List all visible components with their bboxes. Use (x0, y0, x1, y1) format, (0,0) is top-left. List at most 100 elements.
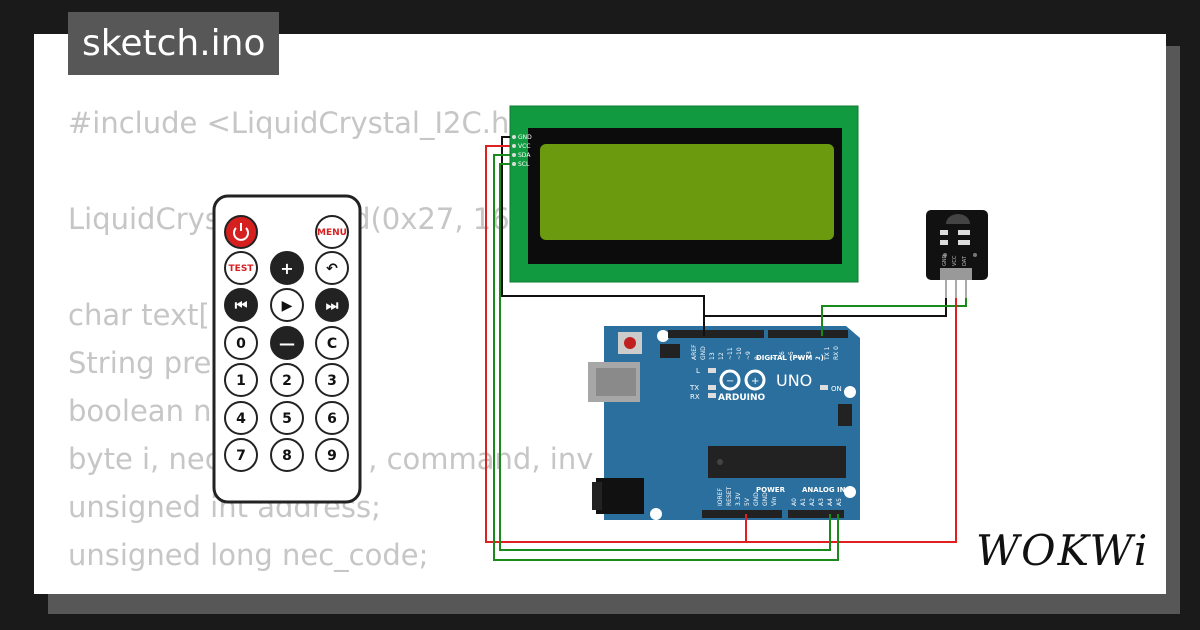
remote-button-label: 1 (236, 373, 246, 389)
mount-hole (844, 486, 856, 498)
power-icon (233, 227, 249, 241)
digital-label: DIGITAL (PWM ~) (756, 354, 824, 362)
remote-button-three[interactable]: 3 (315, 363, 349, 397)
remote-button-label: ⏮ (235, 298, 248, 314)
remote-button-label: 2 (282, 373, 292, 389)
remote-button-label: — (279, 334, 295, 353)
lcd-pin-sda: SDA (518, 152, 531, 159)
remote-button-label: ⏭ (326, 298, 339, 314)
remote-button-label: 0 (236, 336, 246, 352)
wire-lcd-sda (493, 154, 839, 561)
remote-button-menu[interactable]: MENU (315, 215, 349, 249)
lcd-display[interactable]: GND VCC SDA SCL (509, 105, 859, 283)
arduino-power-pin-label: IOREF (717, 488, 724, 506)
ir-receiver-pcb (926, 210, 988, 280)
remote-button-label: ▶ (282, 298, 293, 314)
arduino-power-pin-label: 5V (744, 497, 751, 506)
arduino-analog-pin-label: A1 (800, 498, 807, 506)
svg-text:+: + (751, 376, 759, 387)
remote-button-label: 6 (327, 411, 337, 427)
remote-button-label: 4 (236, 411, 246, 427)
led-on (820, 385, 828, 390)
remote-button-five[interactable]: 5 (270, 401, 304, 435)
mount-hole (844, 386, 856, 398)
arduino-analog-pin-label: A3 (818, 498, 825, 506)
led-tx-label: TX (689, 384, 699, 392)
arduino-power-pin-label: RESET (726, 486, 733, 506)
arduino-pin-label: ~5 (788, 351, 795, 360)
arduino-pin-label: 12 (718, 352, 725, 360)
code-line: String pre (68, 346, 212, 380)
ir-receiver[interactable]: GND VCC DAT (926, 210, 988, 298)
remote-button-back[interactable]: ↶ (315, 251, 349, 285)
arduino-power-pin-label: Vin (771, 496, 778, 506)
code-line: #include <LiquidCrystal_I2C.h (68, 106, 510, 140)
remote-button-two[interactable]: 2 (270, 363, 304, 397)
remote-button-label: TEST (229, 264, 255, 274)
code-line: byte i, nec , command, inv (68, 442, 594, 476)
remote-button-play[interactable]: ▶ (270, 288, 304, 322)
remote-button-one[interactable]: 1 (224, 363, 258, 397)
arduino-uno[interactable]: L TX RX ON DIGITAL (PWM ~) UNO ARDUINO P… (588, 326, 860, 520)
led-tx (708, 385, 716, 390)
digital-header-left (668, 330, 764, 338)
remote-button-prev[interactable]: ⏮ (224, 288, 258, 322)
wire-ir-gnd (704, 298, 947, 317)
arduino-pin-label: ~6 (779, 351, 786, 360)
remote-button-plus[interactable]: + (270, 251, 304, 285)
lcd-pin-vcc: VCC (518, 143, 530, 150)
arduino-pin-label: ~9 (745, 351, 752, 360)
code-line: unsigned int address; (68, 490, 381, 524)
remote-button-nine[interactable]: 9 (315, 438, 349, 472)
remote-button-label: 5 (282, 411, 292, 427)
remote-button-label: + (280, 259, 293, 278)
svg-text:−: − (726, 376, 734, 387)
remote-button-minus[interactable]: — (270, 326, 304, 360)
arduino-analog-pin-label: A5 (836, 498, 843, 506)
led-l (708, 368, 716, 373)
remote-button-c[interactable]: C (315, 326, 349, 360)
svg-text:VCC: VCC (952, 255, 958, 266)
ir-remote[interactable]: MENU TEST + ↶ ⏮ ▶ ⏭ 0 — C 1 2 3 4 5 6 7 8 9 (212, 194, 362, 504)
remote-button-test[interactable]: TEST (224, 251, 258, 285)
svg-text:GND: GND (942, 254, 948, 266)
arduino-pin-label: ~11 (727, 347, 734, 360)
remote-button-four[interactable]: 4 (224, 401, 258, 435)
remote-button-label: 9 (327, 448, 337, 464)
analog-header (788, 510, 844, 518)
remote-button-zero[interactable]: 0 (224, 326, 258, 360)
arduino-logo-icon (719, 369, 766, 391)
remote-button-label: C (327, 336, 337, 352)
remote-button-eight[interactable]: 8 (270, 438, 304, 472)
remote-button-next[interactable]: ⏭ (315, 288, 349, 322)
power-jack (596, 478, 644, 514)
arduino-power-pin-label: GND (753, 492, 760, 506)
arduino-power-pin-label: GND (762, 492, 769, 506)
arduino-analog-pin-label: A0 (791, 498, 798, 506)
power-label: POWER (756, 486, 786, 494)
arduino-pin-label: TX 1 (824, 346, 831, 361)
wire-lcd-gnd (501, 136, 705, 336)
lcd-pin-labels: GND VCC SDA SCL (512, 134, 532, 168)
arduino-analog-pin-label: A4 (827, 498, 834, 506)
remote-button-label: ↶ (326, 261, 338, 277)
digital-header-right (768, 330, 848, 338)
mount-hole (657, 330, 669, 342)
remote-button-power[interactable] (224, 215, 258, 249)
arduino-pin-label: 13 (709, 352, 716, 360)
remote-button-seven[interactable]: 7 (224, 438, 258, 472)
svg-text:DAT: DAT (962, 255, 968, 266)
mount-hole (650, 508, 662, 520)
remote-button-label: MENU (317, 228, 347, 238)
remote-button-label: 7 (236, 448, 246, 464)
lcd-screen (540, 144, 834, 240)
ir-pin-labels: GND VCC DAT (942, 254, 968, 266)
wire-ir-vcc (746, 298, 957, 543)
remote-button-six[interactable]: 6 (315, 401, 349, 435)
arduino-pin-label: GND (700, 346, 707, 360)
file-tab[interactable]: sketch.ino (68, 12, 280, 75)
power-header (702, 510, 782, 518)
arduino-pin-label: RX 0 (833, 346, 840, 360)
led-l-label: L (696, 367, 700, 375)
